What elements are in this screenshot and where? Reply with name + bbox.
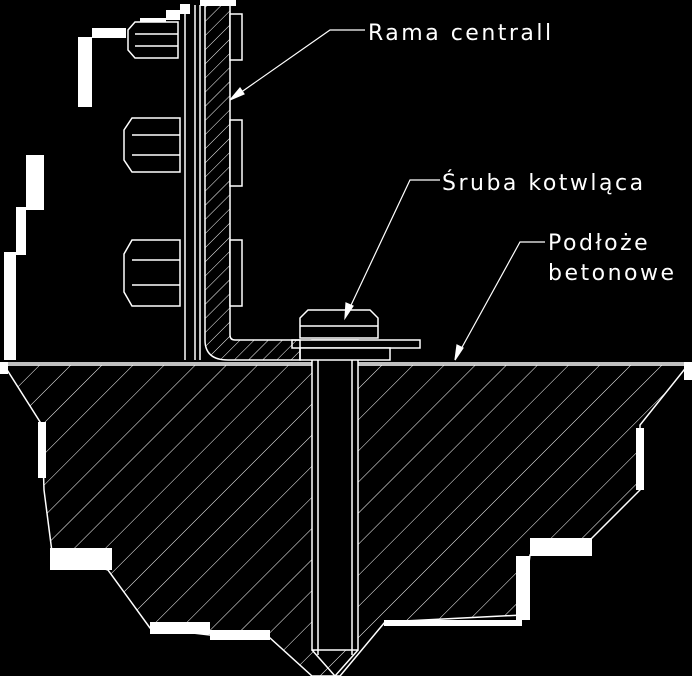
label-concrete-line1: Podłoże (548, 231, 650, 256)
label-concrete-line2: betonowe (548, 261, 677, 286)
frame-bolt-middle (123, 117, 243, 187)
anchor-bolt (291, 309, 421, 676)
label-frame: Rama centrall (368, 21, 554, 46)
frame-bolt-lower (123, 239, 243, 307)
leader-lines (229, 29, 545, 361)
frame-bolts (123, 13, 243, 307)
frame-bolt-top (127, 13, 243, 61)
frame-angle (184, 4, 301, 361)
label-anchor-bolt: Śruba kotwląca (442, 170, 646, 196)
